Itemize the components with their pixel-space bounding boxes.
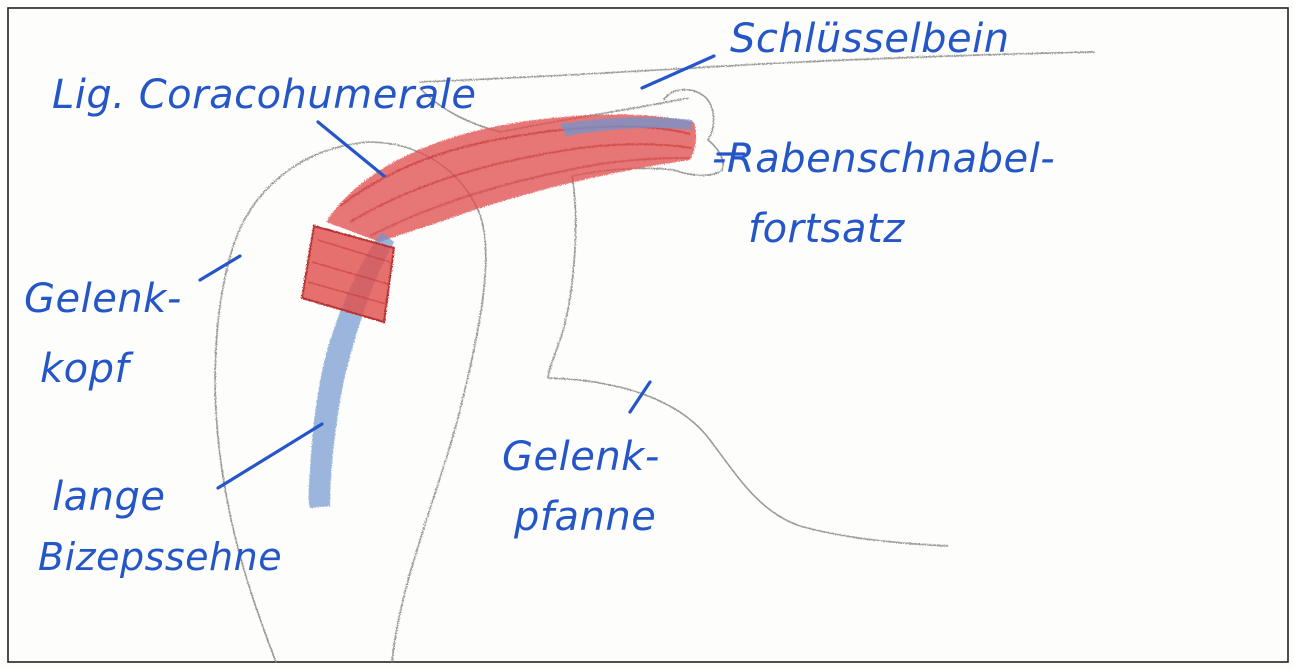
label-clavicle: Schlüsselbein xyxy=(730,16,1010,62)
label-biceps-1: lange xyxy=(52,474,165,520)
label-coracoid-2: fortsatz xyxy=(748,206,905,252)
scapula-outline xyxy=(548,176,576,378)
label-biceps-2: Bizepssehne xyxy=(38,535,282,579)
leader-biceps xyxy=(218,424,322,488)
leader-ligament xyxy=(318,122,384,176)
label-socket-2: pfanne xyxy=(513,494,656,540)
leader-socket xyxy=(630,382,650,412)
label-socket-1: Gelenk- xyxy=(502,434,660,480)
labels: Schlüsselbein Lig. Coracohumerale -Raben… xyxy=(24,16,1055,579)
coracohumeral-ligament xyxy=(326,115,696,243)
label-ligament: Lig. Coracohumerale xyxy=(52,72,477,118)
leader-head xyxy=(200,256,240,280)
label-coracoid-1: -Rabenschnabel- xyxy=(712,136,1055,182)
label-head-2: kopf xyxy=(40,346,135,392)
label-head-1: Gelenk- xyxy=(24,276,182,322)
leader-clavicle xyxy=(642,56,714,88)
